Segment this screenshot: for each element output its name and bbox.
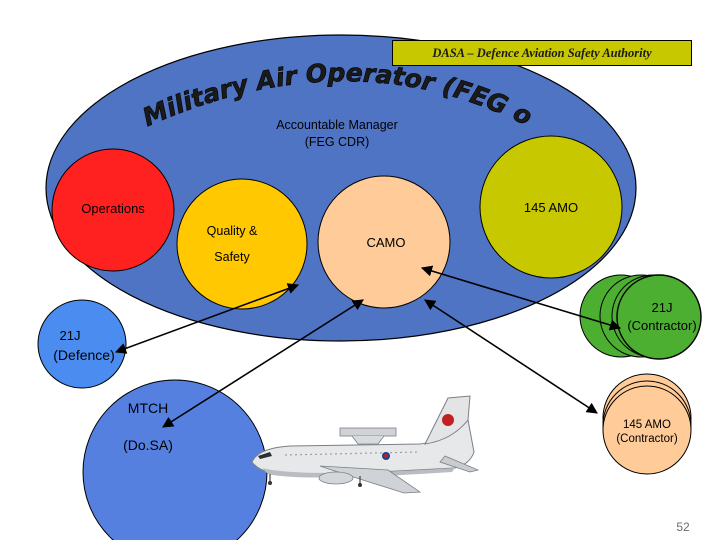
page-number: 52 (676, 520, 690, 534)
mtch-label: MTCH (128, 400, 168, 416)
operations-node (51, 148, 175, 272)
feg-cdr-label: (FEG CDR) (305, 135, 370, 149)
dasa-header-box: DASA – Defence Aviation Safety Authority (392, 40, 692, 66)
contractor21j-sub-label: (Contractor) (627, 318, 696, 333)
contractor21j-label: 21J (652, 300, 673, 315)
amo145-label: 145 AMO (524, 200, 578, 215)
defence21j-sub-label: (Defence) (53, 347, 114, 363)
contractor21j-node (616, 274, 702, 360)
arrow-camo-to-amo145-contractor (424, 299, 598, 414)
amo145-contractor-label: 145 AMO (623, 419, 671, 431)
mtch-sub-label: (Do.SA) (123, 437, 173, 453)
camo-label: CAMO (367, 235, 406, 250)
operations-label: Operations (81, 201, 145, 216)
arrow-camo-to-mtch (162, 299, 364, 428)
amo145-contractor-node (602, 385, 692, 475)
aircraft-image (251, 395, 480, 494)
defence21j-label: 21J (60, 328, 81, 343)
mtch-node (82, 379, 268, 540)
amo145-contractor-sub-label: (Contractor) (616, 433, 678, 445)
safety-label: Safety (214, 250, 250, 264)
dasa-header-label: DASA – Defence Aviation Safety Authority (432, 46, 652, 60)
accountable-manager-label: Accountable Manager (276, 118, 398, 132)
camo-node (317, 175, 451, 309)
defence21j-node (37, 299, 127, 389)
quality-label: Quality & (207, 224, 258, 238)
